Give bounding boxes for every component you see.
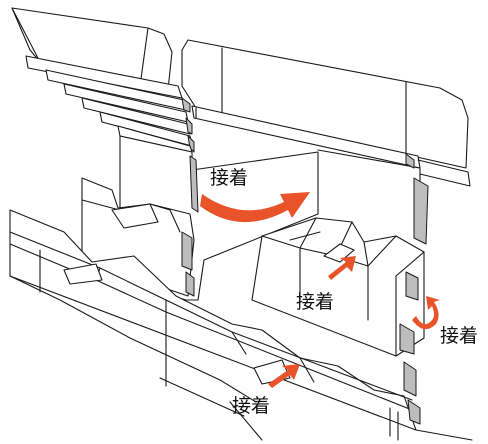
glue-label-mid: 接着	[296, 291, 334, 313]
glue-label-bottom: 接着	[232, 395, 270, 417]
glue-arrow-bottom	[268, 364, 300, 388]
upper-right-panel	[181, 39, 471, 187]
glue-label-right: 接着	[440, 325, 478, 347]
glue-arrow-right-curved	[412, 296, 440, 330]
middle-right-tray	[251, 217, 425, 357]
glue-arrow-mid	[328, 256, 356, 280]
glue-arrow-curved-large	[200, 192, 310, 223]
upper-left-flap-stack	[11, 7, 195, 153]
front-tray	[9, 209, 473, 441]
glue-label-top: 接着	[210, 167, 248, 189]
